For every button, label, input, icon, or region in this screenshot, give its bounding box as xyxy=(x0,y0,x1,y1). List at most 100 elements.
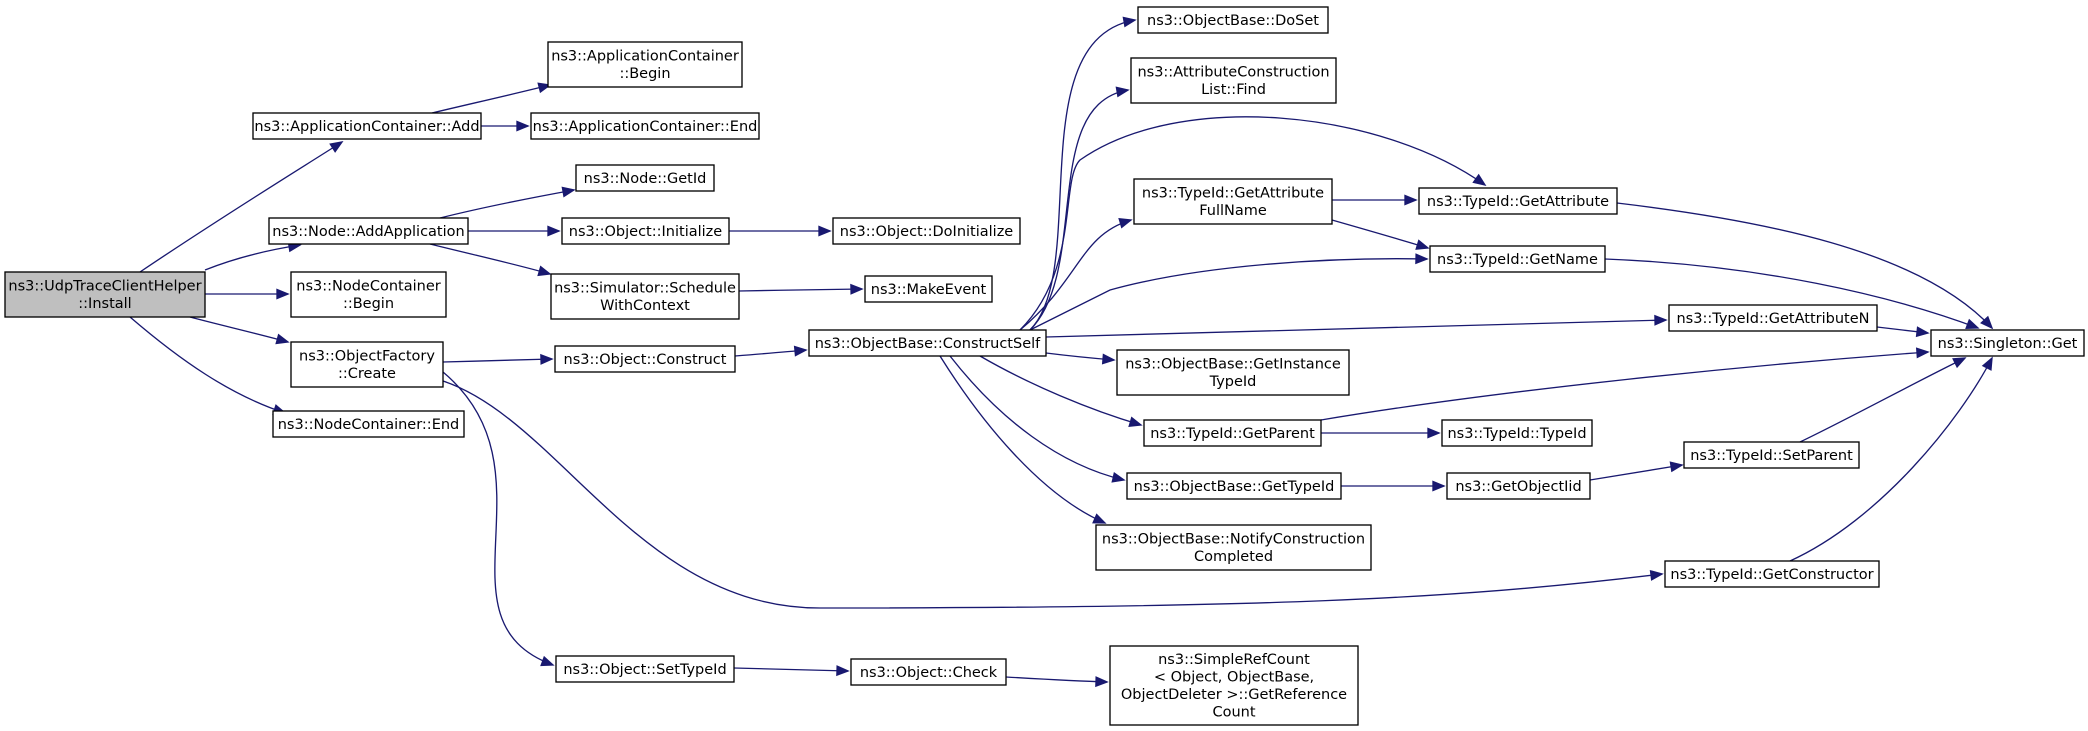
arrowhead xyxy=(1915,347,1930,359)
node-install[interactable]: ns3::UdpTraceClientHelper::Install xyxy=(4,271,206,318)
node-box xyxy=(252,112,482,140)
edge-addApp-to-schedCtx xyxy=(429,243,552,277)
node-label-line: ns3::TypeId::GetAttribute xyxy=(1142,186,1324,202)
node-box xyxy=(561,217,730,245)
edge-install-to-factCreate xyxy=(189,316,290,345)
node-addApp[interactable]: ns3::Node::AddApplication xyxy=(268,217,469,245)
node-box xyxy=(272,410,465,438)
edge-factCreate-to-getCtor xyxy=(442,380,1664,609)
node-box xyxy=(530,112,760,140)
node-box xyxy=(1664,560,1880,588)
node-typeIdCtor[interactable]: ns3::TypeId::TypeId xyxy=(1441,419,1593,447)
node-getId[interactable]: ns3::Node::GetId xyxy=(575,164,715,192)
node-label-line: ns3::Object::DoInitialize xyxy=(840,224,1014,240)
node-doInit[interactable]: ns3::Object::DoInitialize xyxy=(832,217,1021,245)
node-setParent[interactable]: ns3::TypeId::SetParent xyxy=(1683,441,1860,469)
edge-line xyxy=(204,244,301,271)
node-label-line: ns3::AttributeConstruction xyxy=(1137,65,1329,81)
arrowhead xyxy=(537,82,552,94)
edge-line xyxy=(1019,116,1486,331)
node-setTypeId[interactable]: ns3::Object::SetTypeId xyxy=(555,655,735,683)
node-factCreate[interactable]: ns3::ObjectFactory::Create xyxy=(290,341,444,388)
edge-constructSelf-to-getInstTid xyxy=(1045,352,1116,365)
arrowhead xyxy=(1415,253,1429,265)
arrowhead xyxy=(1111,471,1126,483)
edge-line xyxy=(1331,219,1429,249)
node-appBegin[interactable]: ns3::ApplicationContainer::Begin xyxy=(547,41,743,88)
node-ncEnd[interactable]: ns3::NodeContainer::End xyxy=(272,410,465,438)
arrowhead xyxy=(516,120,530,132)
edge-line xyxy=(1616,202,1993,329)
node-box xyxy=(808,329,1047,357)
node-box xyxy=(1683,441,1860,469)
node-getAttr[interactable]: ns3::TypeId::GetAttribute xyxy=(1418,187,1618,215)
node-label-line: ::Begin xyxy=(343,296,394,312)
arrowhead xyxy=(1115,86,1130,98)
node-box xyxy=(554,345,736,373)
node-box xyxy=(290,271,447,318)
node-getObjIid[interactable]: ns3::GetObjectIid xyxy=(1446,472,1591,500)
node-getParent[interactable]: ns3::TypeId::GetParent xyxy=(1143,419,1322,447)
edge-addApp-to-getId xyxy=(439,186,576,219)
edge-line xyxy=(979,355,1142,426)
node-appEnd[interactable]: ns3::ApplicationContainer::End xyxy=(530,112,760,140)
node-box xyxy=(1429,245,1606,273)
node-label-line: ns3::TypeId::GetParent xyxy=(1150,426,1315,442)
arrowhead xyxy=(1654,314,1668,326)
node-appAdd[interactable]: ns3::ApplicationContainer::Add xyxy=(252,112,482,140)
arrowhead xyxy=(1415,239,1430,250)
arrowhead xyxy=(1980,315,1994,330)
node-makeEvent[interactable]: ns3::MakeEvent xyxy=(864,275,993,303)
edge-line xyxy=(189,316,289,343)
node-notifyCC[interactable]: ns3::ObjectBase::NotifyConstructionCompl… xyxy=(1095,524,1372,571)
edge-line xyxy=(442,358,553,363)
node-getCtor[interactable]: ns3::TypeId::GetConstructor xyxy=(1664,560,1880,588)
node-singletonGet[interactable]: ns3::Singleton::Get xyxy=(1930,329,2085,357)
node-label-line: ns3::Node::GetId xyxy=(584,171,707,187)
edge-line xyxy=(1589,464,1683,481)
node-label-line: ns3::MakeEvent xyxy=(871,282,987,298)
node-label-line: ::Begin xyxy=(619,66,670,82)
node-label-line: Completed xyxy=(1194,549,1273,565)
node-obGetTid[interactable]: ns3::ObjectBase::GetTypeId xyxy=(1126,472,1342,500)
node-objConstruct[interactable]: ns3::Object::Construct xyxy=(554,345,736,373)
node-box xyxy=(1133,178,1333,225)
node-constructSelf[interactable]: ns3::ObjectBase::ConstructSelf xyxy=(808,329,1047,357)
arrowhead xyxy=(850,283,864,295)
node-box xyxy=(1668,304,1878,332)
node-label-line: ns3::UdpTraceClientHelper xyxy=(8,279,201,295)
edge-constructSelf-to-getAttrFull xyxy=(1019,218,1133,331)
node-getAttrN[interactable]: ns3::TypeId::GetAttributeN xyxy=(1668,304,1878,332)
edge-line xyxy=(1029,89,1129,331)
node-box xyxy=(1930,329,2085,357)
edge-line xyxy=(1005,676,1108,683)
edge-constructSelf-to-doSet xyxy=(1029,16,1137,331)
edge-line xyxy=(1320,351,1929,421)
edge-line xyxy=(1799,357,1966,443)
arrowhead xyxy=(1427,427,1441,439)
edge-addApp-to-objInit xyxy=(468,225,561,237)
node-getName[interactable]: ns3::TypeId::GetName xyxy=(1429,245,1606,273)
arrowhead xyxy=(1965,318,1980,330)
node-label-line: ns3::TypeId::GetName xyxy=(1437,252,1598,268)
node-doSet[interactable]: ns3::ObjectBase::DoSet xyxy=(1137,6,1329,34)
node-label-line: ns3::Simulator::Schedule xyxy=(554,281,736,297)
node-box xyxy=(268,217,469,245)
node-objInit[interactable]: ns3::Object::Initialize xyxy=(561,217,730,245)
node-ncBegin[interactable]: ns3::NodeContainer::Begin xyxy=(290,271,447,318)
node-label-line: ::Create xyxy=(338,366,396,382)
arrowhead xyxy=(818,225,832,237)
node-objCheck[interactable]: ns3::Object::Check xyxy=(850,658,1007,686)
arrowhead xyxy=(540,655,555,667)
edge-schedCtx-to-makeEvent xyxy=(738,283,864,295)
edge-line xyxy=(1604,258,1979,329)
node-box xyxy=(290,341,444,388)
node-getRefCount[interactable]: ns3::SimpleRefCount< Object, ObjectBase,… xyxy=(1109,645,1359,726)
edge-line xyxy=(429,243,551,275)
arrowhead xyxy=(1432,480,1446,492)
node-label-line: ns3::TypeId::GetAttributeN xyxy=(1676,311,1869,327)
